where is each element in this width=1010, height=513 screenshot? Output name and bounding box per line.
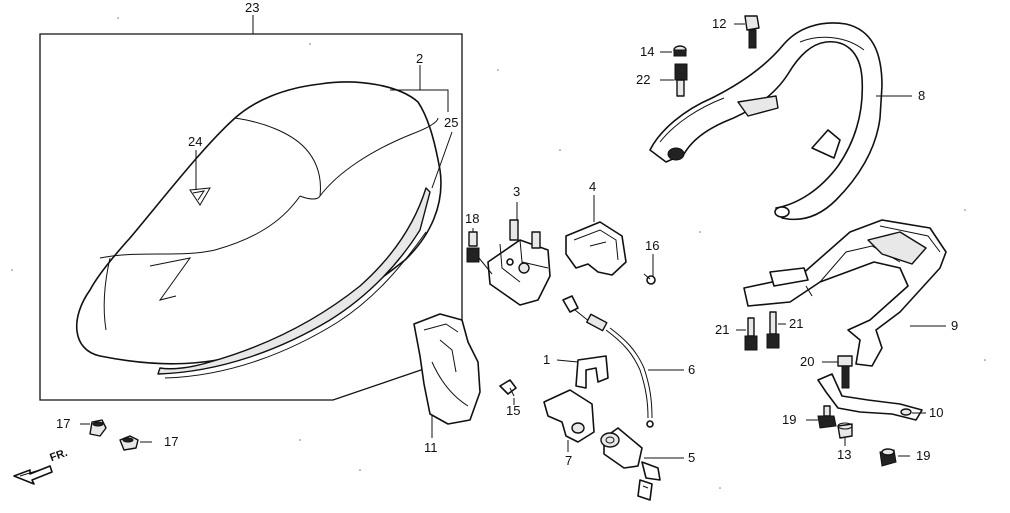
bolt-19-upper — [817, 405, 837, 429]
key-lock — [600, 427, 661, 501]
callout-6: 6 — [688, 362, 696, 377]
callout-22: 22 — [636, 72, 651, 87]
callout-18: 18 — [465, 211, 480, 226]
grab-rail — [649, 22, 883, 221]
collar-13 — [837, 422, 853, 439]
callout-15: 15 — [506, 403, 521, 418]
callout-7: 7 — [565, 453, 573, 468]
seat — [76, 81, 442, 379]
callout-11: 11 — [424, 440, 438, 455]
callout-25: 25 — [444, 115, 459, 130]
bolt-21-left — [744, 317, 758, 351]
callout-5: 5 — [688, 450, 696, 465]
lock-cover-bracket — [565, 221, 627, 276]
callout-21b: 21 — [789, 316, 804, 331]
front-direction-arrow — [13, 465, 53, 485]
nut-17-right — [119, 435, 139, 451]
bolt-22 — [674, 63, 688, 97]
callout-4: 4 — [589, 179, 597, 194]
callout-2: 2 — [416, 51, 424, 66]
seat-lock-cover — [413, 313, 481, 425]
callout-21a: 21 — [715, 322, 730, 337]
callout-14: 14 — [640, 44, 655, 59]
bolt-12 — [744, 15, 760, 49]
callout-17a: 17 — [56, 416, 71, 431]
bolt-20 — [837, 355, 853, 389]
callout-19b: 19 — [916, 448, 931, 463]
nut-19-lower — [879, 448, 897, 467]
bolt-21-right — [766, 311, 780, 349]
washer-14 — [673, 45, 687, 57]
nut-17-left — [89, 419, 107, 437]
callout-13: 13 — [837, 447, 852, 462]
seat-group-frame — [39, 33, 463, 401]
cable-holder — [575, 355, 609, 389]
leader-25 — [431, 131, 453, 189]
callout-3: 3 — [513, 184, 521, 199]
screw-15 — [499, 379, 517, 397]
leader-2 — [390, 65, 421, 91]
rear-carrier — [743, 219, 947, 367]
callout-9: 9 — [951, 318, 959, 333]
callout-1: 1 — [543, 352, 551, 367]
callout-12: 12 — [712, 16, 727, 31]
callout-23: 23 — [245, 0, 260, 15]
seat-lock — [487, 219, 551, 306]
callout-8: 8 — [918, 88, 926, 103]
callout-16: 16 — [645, 238, 660, 253]
bolt-18 — [466, 231, 493, 275]
callout-17b: 17 — [164, 434, 179, 449]
seat-emblem — [189, 187, 211, 206]
leader-1 — [556, 359, 579, 363]
callout-20: 20 — [800, 354, 815, 369]
callout-19a: 19 — [782, 412, 797, 427]
callout-24: 24 — [188, 134, 203, 149]
seat-lock-cable — [562, 295, 654, 428]
lock-bracket — [543, 389, 595, 443]
screw-16 — [643, 273, 656, 285]
callout-10: 10 — [929, 405, 944, 420]
carrier-stay — [817, 373, 923, 421]
leader-2b — [420, 89, 449, 112]
